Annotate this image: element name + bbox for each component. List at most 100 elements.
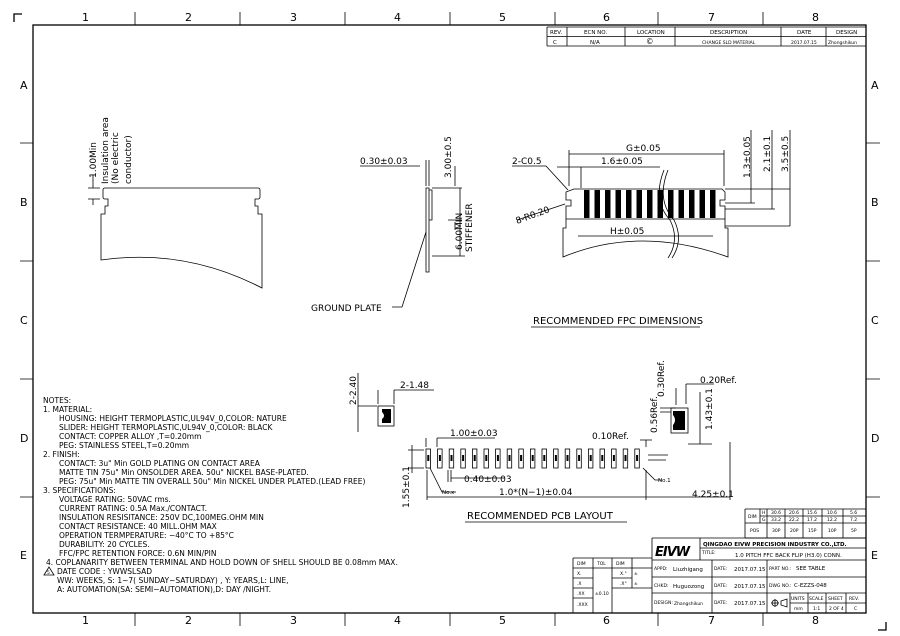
- pcb-pad: [541, 448, 547, 469]
- pcb-pad: [588, 448, 594, 469]
- tol-dim: .XX: [577, 591, 585, 597]
- pcb-pad: [495, 448, 501, 469]
- rev-value: 2017.07.15: [791, 40, 817, 46]
- dim-0-20-ref: 0.20Ref.: [700, 376, 737, 386]
- tol-angle-dim: X.°: [620, 571, 627, 577]
- insulation-label: Insulation area: [101, 117, 111, 184]
- pcb-pad: [634, 448, 640, 469]
- pcb-pad: [471, 448, 478, 469]
- note-line: 3. SPECIFICATIONS:: [43, 486, 116, 495]
- column-label: 2: [185, 11, 192, 24]
- dwg-no-label: DWG NO.:: [769, 583, 792, 589]
- note-line: HOUSING: HEIGHT TERMOPLASTIC,UL94V_0,COL…: [59, 414, 287, 423]
- column-label: 1: [82, 11, 89, 24]
- ground-plate-label: GROUND PLATE: [311, 304, 382, 314]
- fpc-contact: [626, 190, 632, 218]
- column-label: 3: [290, 614, 297, 627]
- pcb-pad: [530, 448, 536, 469]
- pcb-pad: [611, 448, 617, 469]
- note-line: CONTACT: 3u" Min GOLD PLATING ON CONTACT…: [59, 459, 261, 468]
- dim-g-value: 12.2: [827, 517, 837, 523]
- insulation-label: conductor): [124, 135, 134, 184]
- sheet-label: SHEET: [828, 596, 843, 602]
- dim-4-25: 4.25±0.1: [692, 490, 734, 500]
- tol-header: TOL: [596, 561, 606, 567]
- scale-label: SCALE: [809, 596, 824, 602]
- dim-g: G±0.05: [626, 144, 661, 154]
- pcb-pad: [599, 448, 605, 469]
- dim-table-h-label: H: [762, 510, 765, 516]
- fpc-contact: [584, 190, 590, 218]
- dim-1-55: 1.55±0.1: [402, 466, 412, 508]
- part-no: SEE TABLE: [796, 566, 826, 572]
- column-label: 4: [394, 11, 401, 24]
- rev-header: REV.: [550, 30, 562, 36]
- dim-1-00-pitch: 1.00±0.03: [450, 429, 498, 439]
- design-name: Zhangshikun: [674, 601, 703, 607]
- fpc-view: G±0.05 1.6±0.05 2-C0.5 8-R0.20 H±0.05 1.…: [512, 130, 791, 328]
- appd-name: Liuzhigang: [673, 567, 703, 573]
- pcb-pad-core: [531, 455, 534, 461]
- fpc-contact: [615, 190, 621, 218]
- tol-header: DIM: [616, 561, 625, 567]
- column-label: 8: [812, 11, 819, 24]
- tol-dim: .X: [577, 581, 582, 587]
- note-line: 1. MATERIAL:: [43, 405, 92, 414]
- rev-header: ECN NO.: [584, 30, 607, 36]
- row-label: C: [20, 314, 28, 327]
- row-label: B: [871, 196, 879, 209]
- units-label: UNITS: [791, 596, 805, 602]
- pcb-pad: [448, 448, 455, 469]
- pcb-pad-core: [427, 455, 430, 461]
- fpc-contact: [699, 190, 705, 218]
- pcb-pad-core: [566, 455, 569, 461]
- column-label: 8: [812, 614, 819, 627]
- tol-angle-value: ±: [634, 581, 638, 587]
- pcb-pad-core: [520, 455, 523, 461]
- pcb-pads: [425, 448, 640, 469]
- dim-h-value: 5.6: [850, 510, 857, 516]
- dim-0-40: 0.40±0.03: [464, 475, 512, 485]
- fpc-dimensions-title: RECOMMENDED FPC DIMENSIONS: [533, 316, 703, 327]
- row-labels: A B C D E A B C D E: [20, 79, 879, 562]
- dim-pitch: 1.6±0.05: [601, 157, 643, 167]
- appd-date: 2017.07.15: [734, 567, 766, 573]
- note-line: MATTE TIN 75u" Min ONSOLDER AREA. 50u" N…: [59, 468, 309, 477]
- dim-table-g-label: G: [762, 517, 766, 523]
- pcb-pad-core: [612, 455, 615, 461]
- pcb-pad: [483, 448, 489, 469]
- pcb-pad-core: [624, 455, 627, 461]
- pcb-pad-core: [543, 455, 546, 461]
- pcb-layout-title: RECOMMENDED PCB LAYOUT: [467, 511, 614, 522]
- date-label: DATE:: [714, 600, 727, 606]
- pcb-pad-core: [438, 455, 441, 461]
- pcb-pad: [425, 448, 431, 469]
- dim-2-1-48: 2-1.48: [400, 381, 429, 391]
- dim-g-value: 17.2: [807, 517, 817, 523]
- dim-1-43: 1.43±0.1: [705, 388, 715, 430]
- dim-g-value: 22.2: [789, 517, 799, 523]
- pcb-pad: [518, 448, 524, 469]
- dim-pos-value: 5P: [851, 528, 857, 534]
- pcb-pad: [506, 448, 513, 469]
- revision-table: REV. ECN NO. LOCATION DESCRIPTION DATE D…: [546, 26, 866, 47]
- dim-pos-value: 30P: [772, 528, 781, 534]
- dim-2-2-40: 2-2.40: [349, 376, 359, 405]
- connector-side-view: 0.30±0.03 3.00±0.5 6.00MIN STIFFENER GRO…: [311, 136, 475, 314]
- column-label: 2: [185, 614, 192, 627]
- note-line: WW: WEEKS, S: 1~7( SUNDAY~SATURDAY) , Y:…: [57, 576, 288, 585]
- pcb-pad-core: [589, 455, 592, 461]
- rev-label: REV.: [849, 596, 859, 602]
- column-labels-bottom: 1 2 3 4 5 6 7 8: [82, 614, 819, 627]
- pcb-pad-core: [496, 455, 499, 461]
- title-label: TITLE:: [701, 550, 716, 556]
- row-label: C: [871, 314, 879, 327]
- note-5-marker: 5: [47, 570, 50, 576]
- revision-triangle-icon: [43, 566, 55, 576]
- tol-angle-dim: .X°: [620, 581, 627, 587]
- rev-header: DATE: [797, 30, 812, 36]
- rev-value: ©: [646, 37, 654, 46]
- dim-h-value: 30.6: [771, 510, 781, 516]
- rev-header: DESIGN: [836, 30, 857, 36]
